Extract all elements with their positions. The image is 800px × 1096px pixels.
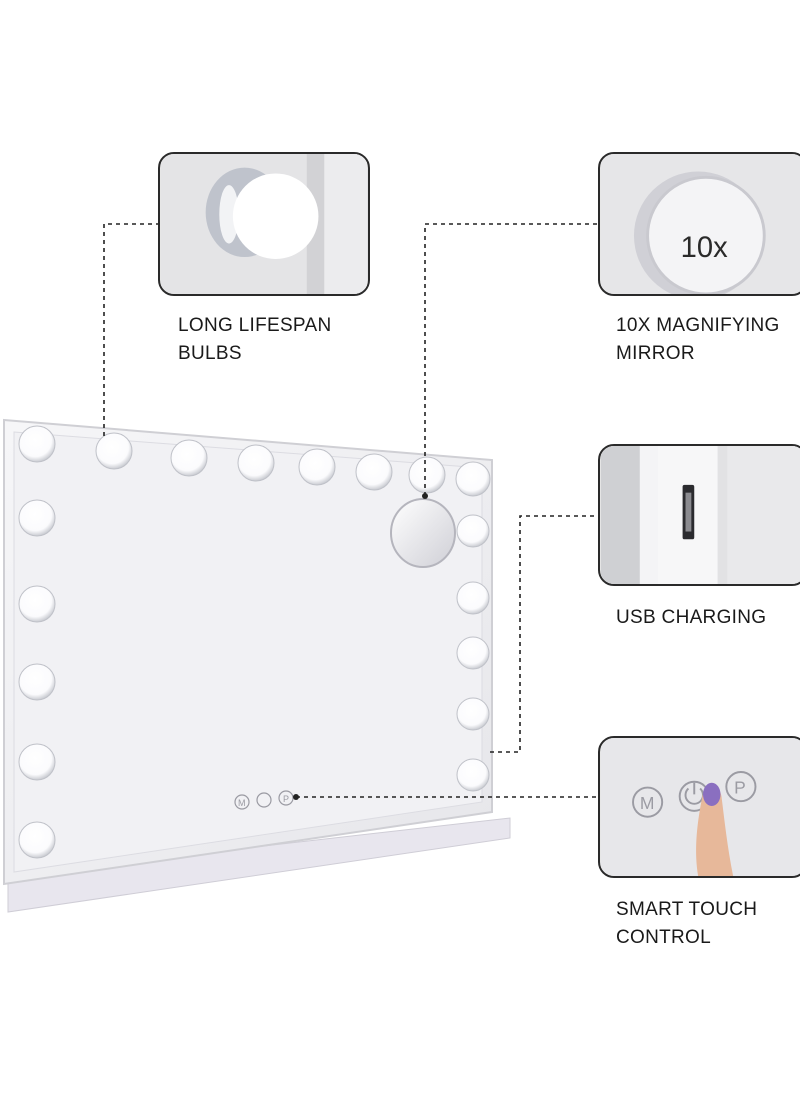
touch-label-line1: SMART TOUCH [616,899,758,920]
mirror-label: 10X MAGNIFYING MIRROR [616,312,780,368]
mode-icon: M [640,793,655,813]
power-icon [684,787,704,805]
top-bulbs [18,425,491,497]
touch-buttons-small [234,790,294,810]
bulbs-label-line2: BULBS [178,343,242,364]
preset-icon: P [734,777,746,797]
touch-label: SMART TOUCH CONTROL [616,896,757,952]
usb-label: USB CHARGING [616,604,766,632]
touch-control-inset: M P [598,736,800,878]
bulbs-label-line1: LONG LIFESPAN [178,315,332,336]
bulbs-label: LONG LIFESPAN BULBS [178,312,331,368]
usb-label-line1: USB CHARGING [616,607,767,628]
leader-lines [103,223,598,798]
touch-label-line2: CONTROL [616,927,711,948]
svg-text:P: P [283,794,289,804]
mirror-base [7,817,511,913]
bulb-inset [158,152,370,296]
usb-inset [598,444,800,586]
magnifying-mirror [390,498,456,568]
mirror-label-line2: MIRROR [616,343,695,364]
finger-icon [696,787,734,876]
right-bulbs [456,514,490,792]
nail-icon [703,782,721,807]
svg-text:M: M [238,798,246,808]
magnifying-mirror-inset: 10x [598,152,800,296]
left-bulbs [18,499,56,859]
mirror-label-line1: 10X MAGNIFYING [616,315,780,336]
magnification-badge: 10x [681,232,728,264]
bulb-icon [232,173,319,259]
